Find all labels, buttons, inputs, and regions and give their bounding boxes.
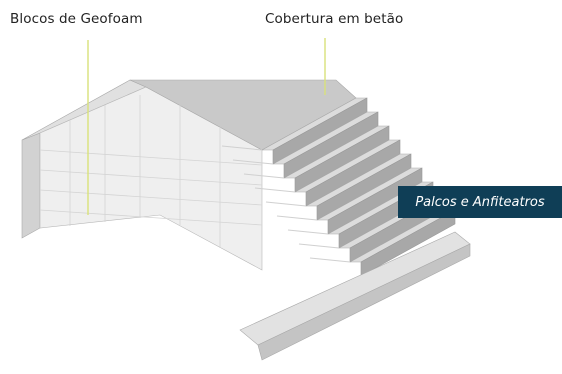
palcos-anfiteatros-badge: Palcos e Anfiteatros xyxy=(398,186,562,218)
geofoam-step-edge xyxy=(265,201,307,207)
cobertura-label: Cobertura em betão xyxy=(265,11,404,27)
base-slab-front xyxy=(257,243,471,361)
geofoam-step-edge xyxy=(243,173,285,179)
geofoam-step-edge xyxy=(254,187,296,193)
geofoam-step-edge xyxy=(298,243,340,249)
geofoam-step-edge xyxy=(309,257,351,263)
geofoam-step-edge xyxy=(221,145,263,151)
left-wall-front xyxy=(21,132,41,239)
geofoam-step-edge xyxy=(276,215,318,221)
geofoam-blocks xyxy=(39,95,263,248)
geofoam-step-edge xyxy=(287,229,329,235)
geofoam-label: Blocos de Geofoam xyxy=(10,11,143,27)
geofoam-step-edge xyxy=(232,159,274,165)
